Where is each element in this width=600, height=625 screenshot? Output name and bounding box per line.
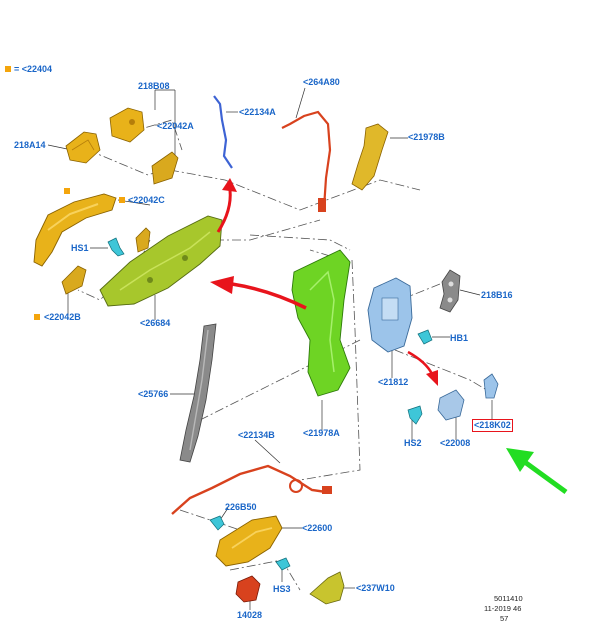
label-HS2[interactable]: HS2 — [404, 438, 422, 448]
exterior-handle-cover-218A14 — [65, 131, 101, 164]
green-arrow — [506, 448, 568, 495]
interior-handle-22600 — [215, 515, 283, 567]
screw-HB1 — [417, 329, 433, 345]
door-latch-21812 — [367, 277, 413, 353]
label-HB1[interactable]: HB1 — [450, 333, 469, 343]
marker-22042C — [119, 197, 125, 203]
label-21978B[interactable]: <21978B — [408, 132, 445, 142]
gasket-22042C — [135, 227, 151, 253]
label-237W10[interactable]: <237W10 — [356, 583, 395, 593]
footer-code: 5011410 — [494, 594, 523, 603]
exterior-handle-22404 — [33, 193, 117, 267]
label-HS3[interactable]: HS3 — [273, 584, 291, 594]
red-arrow-up — [216, 178, 237, 233]
marker-22404-handle — [64, 188, 70, 194]
cable-22134A — [213, 95, 233, 169]
label-218B08[interactable]: 218B08 — [138, 81, 170, 91]
label-22600[interactable]: <22600 — [302, 523, 333, 533]
leader-lines — [47, 87, 493, 610]
footer-page: 57 — [500, 614, 509, 623]
bracket-21978B — [351, 123, 389, 191]
label-21978A[interactable]: <21978A — [303, 428, 340, 438]
label-22042C[interactable]: <22042C — [128, 195, 165, 205]
dash-dot-guide-lines — [77, 119, 496, 591]
screw-HS2 — [407, 405, 423, 425]
legend-marker — [5, 66, 11, 72]
clip-226B50 — [209, 515, 225, 531]
label-25766[interactable]: <25766 — [138, 389, 169, 399]
bezel-237W10 — [309, 571, 345, 605]
label-218A14[interactable]: 218A14 — [14, 140, 46, 150]
handle-cap-218B08 — [109, 107, 145, 143]
label-22042B[interactable]: <22042B — [44, 312, 81, 322]
label-218K02-highlighted[interactable]: <218K02 — [472, 419, 513, 432]
handle-bracket-26684 — [99, 215, 223, 307]
cable-22134B — [171, 464, 332, 515]
cap-14028 — [235, 575, 261, 603]
label-22042A[interactable]: <22042A — [157, 121, 194, 131]
marker-22042B — [34, 314, 40, 320]
label-14028[interactable]: 14028 — [237, 610, 263, 620]
cable-264A80 — [281, 110, 332, 212]
gasket-22042A — [151, 151, 179, 185]
label-22008[interactable]: <22008 — [440, 438, 471, 448]
label-22134B[interactable]: <22134B — [238, 430, 275, 440]
legend-text: = <22404 — [14, 64, 53, 74]
label-226B50[interactable]: 226B50 — [225, 502, 257, 512]
label-HS1[interactable]: HS1 — [71, 243, 89, 253]
plate-22008 — [437, 389, 465, 421]
label-21812[interactable]: <21812 — [378, 377, 409, 387]
screw-HS1 — [107, 237, 125, 257]
label-218B16[interactable]: 218B16 — [481, 290, 513, 300]
label-264A80[interactable]: <264A80 — [303, 77, 340, 87]
red-arrow-down — [407, 350, 438, 386]
reinforcement-21978A — [291, 249, 351, 397]
footer-date: 11-2019 46 — [484, 604, 522, 613]
gasket-22042B — [61, 265, 87, 295]
cover-218K02 — [483, 373, 499, 399]
screw-HS3 — [275, 557, 291, 571]
bracket-218B16 — [439, 269, 461, 313]
red-arrow-left — [210, 276, 307, 310]
label-26684[interactable]: <26684 — [140, 318, 171, 328]
label-22134A[interactable]: <22134A — [239, 107, 276, 117]
channel-25766 — [179, 323, 217, 463]
